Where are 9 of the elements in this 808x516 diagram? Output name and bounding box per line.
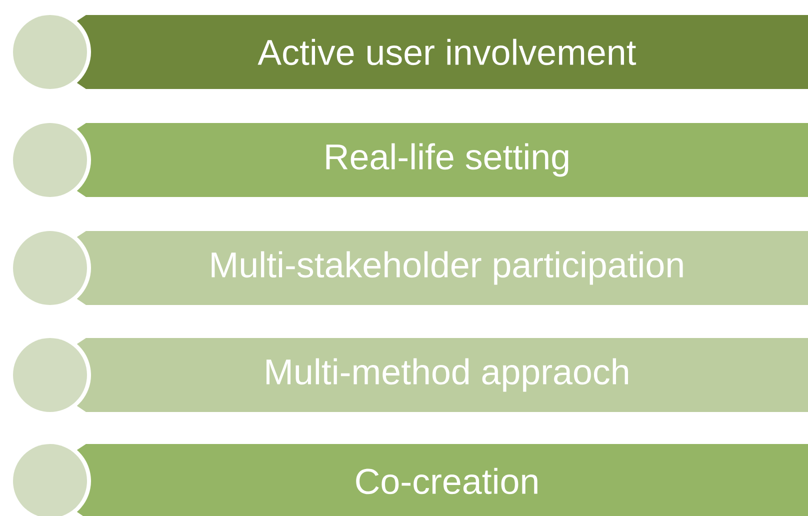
circle: [13, 122, 87, 197]
circle: [13, 338, 87, 412]
band: Multi-method appraoch: [76, 338, 808, 412]
circle: [13, 230, 87, 305]
circle: [13, 15, 87, 89]
band: Multi-stakeholder participation: [76, 230, 808, 305]
band: Real-life setting: [76, 122, 808, 197]
band: Active user involvement: [76, 15, 808, 89]
band: Co-creation: [76, 444, 808, 516]
